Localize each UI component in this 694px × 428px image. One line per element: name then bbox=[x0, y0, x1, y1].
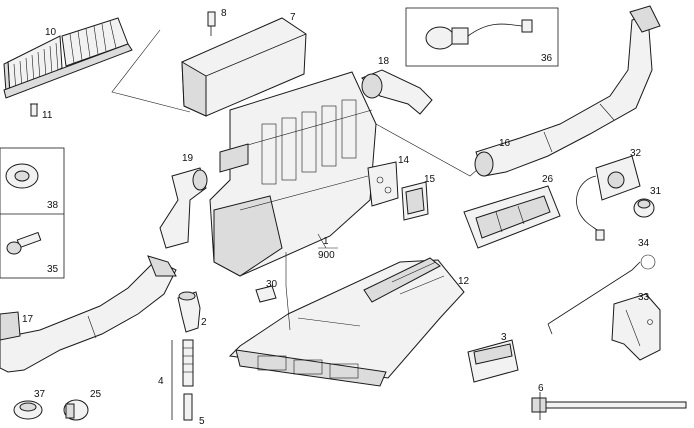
part-3-vent-piece bbox=[467, 339, 519, 383]
label-14: 14 bbox=[398, 155, 410, 166]
part-4-hose-stack bbox=[171, 339, 194, 420]
label-33: 33 bbox=[638, 292, 650, 303]
part-32-resistor-plate bbox=[576, 155, 641, 241]
label-2: 2 bbox=[201, 317, 207, 328]
part-18-duct-elbow bbox=[361, 69, 433, 115]
part-14-gasket bbox=[367, 161, 399, 207]
label-900: 900 bbox=[318, 250, 335, 261]
label-15: 15 bbox=[424, 174, 436, 185]
label-5: 5 bbox=[199, 416, 205, 427]
part-31-knob bbox=[633, 198, 655, 218]
label-4: 4 bbox=[158, 376, 164, 387]
part-1-hvac-housing bbox=[209, 71, 377, 277]
label-31: 31 bbox=[650, 186, 662, 197]
label-1: 1 bbox=[323, 236, 329, 247]
label-38: 38 bbox=[47, 200, 59, 211]
label-11: 11 bbox=[42, 110, 53, 121]
label-3: 3 bbox=[501, 332, 507, 343]
part-2-elbow-fitting bbox=[177, 291, 201, 333]
part-10-heater-core bbox=[3, 17, 133, 99]
leader-line bbox=[285, 252, 291, 331]
label-6: 6 bbox=[538, 383, 544, 394]
part-26-outlet-grille bbox=[463, 185, 561, 249]
part-25-plug bbox=[63, 399, 89, 421]
label-35: 35 bbox=[47, 264, 59, 275]
label-7: 7 bbox=[290, 12, 296, 23]
part-16-long-duct bbox=[474, 5, 661, 177]
callout-labels: 10 11 8 7 36 18 19 14 15 16 32 26 31 38 … bbox=[22, 8, 662, 427]
part-8-clip bbox=[207, 11, 216, 36]
part-5-hose-end bbox=[183, 393, 193, 421]
part-7-filter-housing bbox=[181, 17, 307, 117]
part-6-cable-tie bbox=[531, 392, 687, 420]
label-8: 8 bbox=[221, 8, 227, 19]
label-12: 12 bbox=[458, 276, 470, 287]
part-35-bolt bbox=[6, 231, 42, 255]
label-26: 26 bbox=[542, 174, 554, 185]
part-33-bracket bbox=[611, 293, 661, 361]
label-25: 25 bbox=[90, 389, 102, 400]
part-34-control-rod bbox=[547, 254, 656, 335]
part-17-lower-duct bbox=[0, 255, 177, 373]
label-30: 30 bbox=[266, 279, 278, 290]
leader-line bbox=[111, 29, 191, 113]
boxed-fasteners-panel bbox=[0, 147, 65, 279]
part-19-small-duct bbox=[159, 167, 208, 249]
label-10: 10 bbox=[45, 27, 57, 38]
part-15-filter-element bbox=[401, 181, 429, 221]
part-37-cap bbox=[13, 400, 43, 420]
label-32: 32 bbox=[630, 148, 642, 159]
label-17: 17 bbox=[22, 314, 34, 325]
label-34: 34 bbox=[638, 238, 650, 249]
label-18: 18 bbox=[378, 56, 390, 67]
label-36: 36 bbox=[541, 53, 553, 64]
label-19: 19 bbox=[182, 153, 194, 164]
part-36-actuator-box bbox=[405, 7, 559, 67]
part-11-screw bbox=[30, 103, 38, 117]
part-12-floor-duct bbox=[228, 257, 465, 387]
label-37: 37 bbox=[34, 389, 46, 400]
part-38-washer bbox=[5, 163, 39, 189]
label-16: 16 bbox=[499, 138, 511, 149]
leader-line bbox=[317, 233, 327, 249]
part-30-clip bbox=[255, 285, 277, 303]
